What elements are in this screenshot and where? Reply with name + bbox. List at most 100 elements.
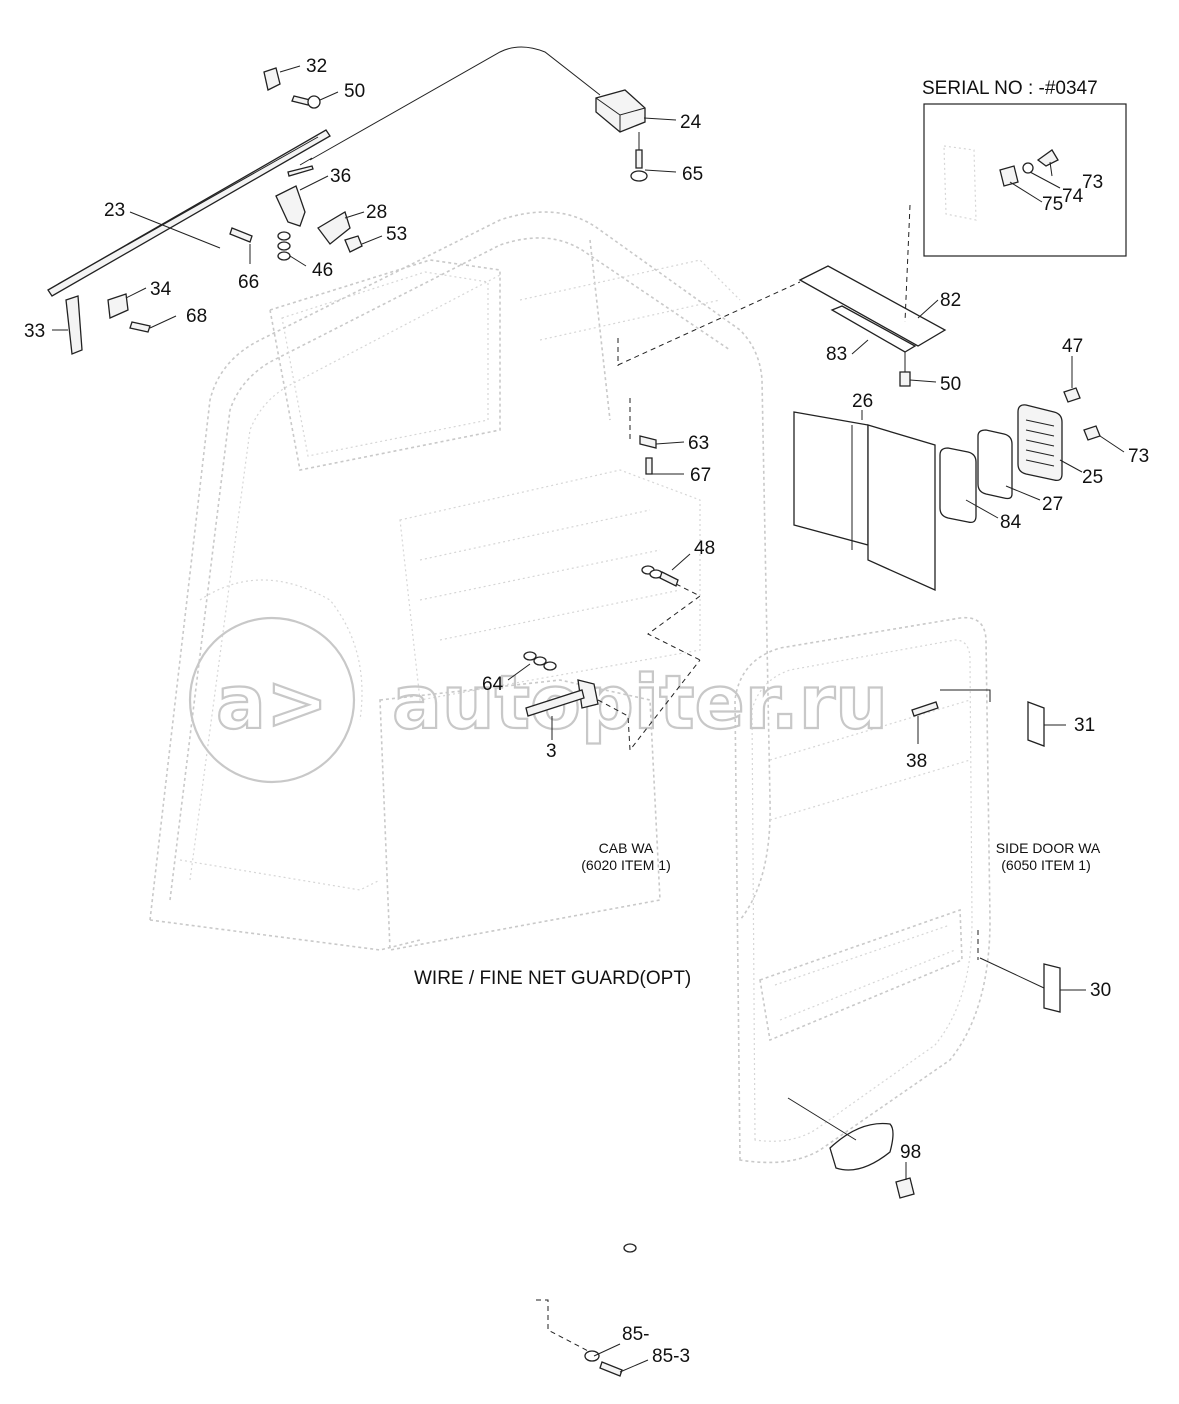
- callout-73-serial: 73: [1082, 172, 1103, 193]
- strip-36: [287, 165, 314, 177]
- clip-34-icon: [107, 293, 129, 319]
- washer-bottom-icon: [623, 1243, 637, 1253]
- washer-65-icon: [630, 170, 648, 182]
- serial-box-title: SERIAL NO : -#0347: [922, 78, 1098, 99]
- callout-3: 3: [546, 741, 557, 762]
- washer-64c-icon: [543, 661, 557, 671]
- captions: SERIAL NO : -#0347 CAB WA (6020 ITEM 1) …: [414, 78, 1101, 989]
- nut-53-icon: [344, 235, 363, 253]
- callout-50: 50: [344, 81, 365, 102]
- bolt-38-icon: [911, 701, 939, 717]
- door-ghost-outline: [734, 616, 991, 1164]
- handle-cover-98: [829, 1122, 894, 1171]
- serial-box-frame: [923, 103, 1127, 257]
- nozzle-bracket: [595, 89, 646, 133]
- bolt-65-icon: [635, 149, 643, 169]
- seal-84: [939, 447, 977, 524]
- bolt-98-icon: [895, 1177, 915, 1199]
- bottom-fasteners: [536, 1243, 637, 1377]
- door-caption-line1: SIDE DOOR WA: [996, 840, 1101, 856]
- callout-84: 84: [1000, 512, 1022, 533]
- bolt-50b-icon: [899, 371, 911, 387]
- cover-30: [1043, 963, 1061, 1013]
- washer-46c-icon: [277, 251, 291, 261]
- net-guard-ghost: [943, 145, 977, 221]
- bolt-73-icon: [1083, 425, 1101, 441]
- callout-75-serial: 75: [1042, 194, 1063, 215]
- leader-lines: [52, 65, 1125, 1373]
- callout-73: 73: [1128, 446, 1149, 467]
- wiper-assembly: [47, 46, 648, 355]
- callout-64: 64: [482, 674, 504, 695]
- callout-28: 28: [366, 202, 387, 223]
- vent-assembly: [793, 387, 1101, 592]
- cab-caption-line1: CAB WA: [599, 840, 654, 856]
- clip-32-icon: [263, 67, 281, 91]
- bracket-36: [275, 185, 306, 227]
- bolt-85-3-icon: [599, 1361, 623, 1377]
- callout-32: 32: [306, 56, 327, 77]
- foam-panel-26b: [867, 424, 936, 592]
- guard-caption: WIRE / FINE NET GUARD(OPT): [414, 968, 691, 989]
- latch-assembly: [523, 651, 701, 752]
- washer-85-icon: [584, 1350, 600, 1362]
- washer-64b-icon: [533, 656, 547, 666]
- cab-caption-line2: (6020 ITEM 1): [581, 857, 670, 873]
- callout-38: 38: [906, 751, 927, 772]
- washer-46a-icon: [277, 231, 291, 241]
- callout-34: 34: [150, 279, 172, 300]
- callout-26: 26: [852, 391, 873, 412]
- callout-67: 67: [690, 465, 711, 486]
- door-caption-line2: (6050 ITEM 1): [1001, 857, 1090, 873]
- washer-50-icon: [307, 95, 321, 109]
- callout-31: 31: [1074, 715, 1095, 736]
- callout-24: 24: [680, 112, 702, 133]
- bolt-47-icon: [1063, 387, 1081, 403]
- door-parts: [787, 689, 1066, 1199]
- washer-46b-icon: [277, 241, 291, 251]
- cab-ghost-outline: [149, 211, 771, 951]
- plates-82-83: [617, 204, 947, 387]
- wingnut-73-icon: [1036, 149, 1059, 167]
- foam-panel-26: [793, 411, 869, 546]
- callout-65: 65: [682, 164, 703, 185]
- callout-46: 46: [312, 260, 333, 281]
- callout-63: 63: [688, 433, 709, 454]
- plate-83: [830, 305, 917, 353]
- callout-68: 68: [186, 306, 207, 327]
- washer-74-icon: [1022, 162, 1034, 174]
- callout-48: 48: [694, 538, 715, 559]
- washer-64a-icon: [523, 651, 537, 661]
- callout-85: 85-: [622, 1324, 649, 1345]
- callout-numbers: 32 50 24 65 36 28 53 23 66 46 34 33 68 8…: [24, 56, 1149, 1367]
- wiper-rail: [47, 129, 331, 297]
- callout-50-lower: 50: [940, 374, 961, 395]
- watermark-logo-circle: [188, 616, 356, 784]
- callout-53: 53: [386, 224, 407, 245]
- callout-47: 47: [1062, 336, 1083, 357]
- bolt-68-icon: [129, 321, 151, 333]
- watermark-logo-glyph: a>: [216, 660, 328, 746]
- callout-30: 30: [1090, 980, 1111, 1001]
- watermark-text: autopiter.ru: [392, 660, 888, 746]
- plate-82: [798, 265, 947, 347]
- callout-98: 98: [900, 1142, 921, 1163]
- callout-27: 27: [1042, 494, 1063, 515]
- callout-74-serial: 74: [1062, 186, 1084, 207]
- latch-arm-3: [525, 689, 585, 717]
- watermark: a> autopiter.ru: [188, 616, 889, 784]
- callout-85-3: 85-3: [652, 1346, 690, 1367]
- bolt-48-icon: [659, 571, 679, 587]
- clip-63-icon: [639, 435, 657, 449]
- callout-82: 82: [940, 290, 961, 311]
- seal-27: [977, 429, 1013, 500]
- bolt-66-icon: [229, 227, 253, 243]
- callout-33: 33: [24, 321, 45, 342]
- bolt-67-icon: [645, 457, 653, 475]
- callout-25: 25: [1082, 467, 1103, 488]
- callout-66: 66: [238, 272, 259, 293]
- callout-36: 36: [330, 166, 351, 187]
- cover-31: [1027, 701, 1045, 747]
- bolt-50-icon: [291, 95, 311, 106]
